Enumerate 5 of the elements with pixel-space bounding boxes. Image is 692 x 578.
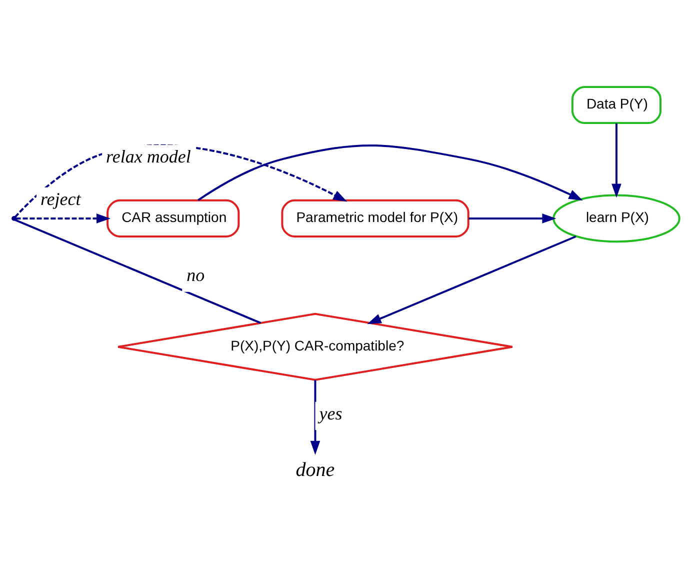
edge-label: yes [319,402,342,423]
node-text: done [296,458,335,480]
edge-label: reject [40,188,81,208]
edge-label: relax model [106,146,191,166]
edge-label: no [186,264,205,285]
